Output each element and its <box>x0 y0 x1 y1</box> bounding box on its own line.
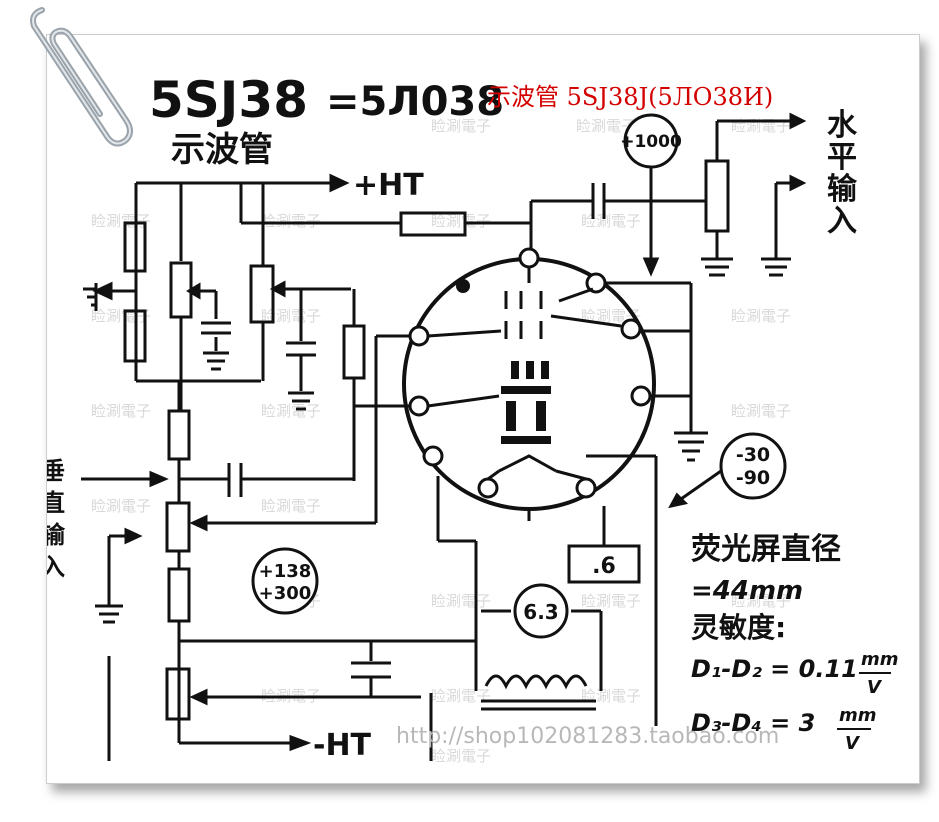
svg-text:V: V <box>867 677 883 698</box>
svg-text:睑涮電子: 睑涮電子 <box>261 307 321 325</box>
svg-text:平: 平 <box>827 140 857 175</box>
svg-text:入: 入 <box>827 204 857 239</box>
voltage-138-300: +138 +300 <box>251 547 319 615</box>
svg-text:睑涮電子: 睑涮電子 <box>431 687 491 705</box>
svg-text:垂: 垂 <box>47 457 65 485</box>
svg-text:睑涮電子: 睑涮電子 <box>581 687 641 705</box>
svg-text:D₁-D₂ = 0.11: D₁-D₂ = 0.11 <box>691 655 858 683</box>
svg-text:输: 输 <box>827 172 858 207</box>
svg-text:.6: .6 <box>592 554 616 579</box>
svg-text:V: V <box>845 733 861 754</box>
model-equivalent: =5Л038 <box>326 79 504 125</box>
svg-text:睑涮電子: 睑涮電子 <box>731 592 791 610</box>
svg-text:睑涮電子: 睑涮電子 <box>261 497 321 515</box>
svg-text:=44mm: =44mm <box>691 576 803 606</box>
svg-text:睑涮電子: 睑涮電子 <box>91 402 151 420</box>
svg-text:水: 水 <box>827 108 858 143</box>
svg-text:mm: mm <box>839 705 877 726</box>
svg-text:输: 输 <box>47 521 66 549</box>
paperclip-icon <box>30 7 133 147</box>
red-title: 示波管 5SJ38J(5ЛО38И) <box>487 83 773 111</box>
specs: 荧光屏直径 =44mm 灵敏度: D₁-D₂ = 0.11 mm V D₃-D₄… <box>691 532 899 754</box>
svg-text:睑涮電子: 睑涮電子 <box>431 117 491 135</box>
svg-text:睑涮電子: 睑涮電子 <box>731 307 791 325</box>
svg-text:+138: +138 <box>259 561 312 582</box>
plus-ht-label: +HT <box>353 168 424 203</box>
svg-text:睑涮電子: 睑涮電子 <box>731 402 791 420</box>
vertical-input-label: 垂 直 输 入 <box>47 457 66 581</box>
crt-tube <box>402 247 656 521</box>
svg-text:睑涮電子: 睑涮電子 <box>581 212 641 230</box>
svg-text:-90: -90 <box>736 467 770 489</box>
schematic: 睑涮電子 睑涮電子 睑涮電子 睑涮電子 睑涮電子 睑涮電子 睑涮電子 睑涮電子 … <box>47 71 899 765</box>
svg-text:睑涮電子: 睑涮電子 <box>576 117 636 135</box>
svg-text:直: 直 <box>47 489 65 517</box>
shop-url-watermark: http://shop102081283.taobao.com <box>396 724 779 749</box>
diagram-card: 睑涮電子 睑涮電子 睑涮電子 睑涮電子 睑涮電子 睑涮電子 睑涮電子 睑涮電子 … <box>46 34 920 784</box>
svg-text:睑涮電子: 睑涮電子 <box>91 212 151 230</box>
svg-text:睑涮電子: 睑涮電子 <box>261 402 321 420</box>
svg-text:6.3: 6.3 <box>523 600 558 624</box>
minus-ht-label: -HT <box>313 728 372 763</box>
svg-text:+1000: +1000 <box>620 132 682 152</box>
svg-text:D₃-D₄ = 3: D₃-D₄ = 3 <box>691 709 815 737</box>
svg-text:荧光屏直径: 荧光屏直径 <box>691 532 841 567</box>
voltage-1000: +1000 <box>620 113 682 169</box>
svg-text:灵敏度:: 灵敏度: <box>691 611 786 644</box>
wiring <box>81 112 807 761</box>
svg-text:mm: mm <box>861 649 899 670</box>
svg-text:睑涮電子: 睑涮電子 <box>431 747 491 765</box>
voltage-6-3: 6.3 <box>513 583 569 639</box>
voltage-neg30-90: -30 -90 <box>719 432 787 500</box>
svg-text:睑涮電子: 睑涮電子 <box>261 212 321 230</box>
voltage-6: .6 <box>567 544 641 584</box>
model-handwritten: 5SJ38 <box>149 71 308 129</box>
svg-text:睑涮電子: 睑涮電子 <box>581 592 641 610</box>
svg-text:睑涮電子: 睑涮電子 <box>91 497 151 515</box>
horizontal-input-label: 水 平 输 入 <box>827 108 858 239</box>
svg-text:-30: -30 <box>736 444 770 466</box>
type-cn: 示波管 <box>171 130 273 170</box>
svg-text:睑涮電子: 睑涮電子 <box>431 212 491 230</box>
svg-text:+300: +300 <box>259 583 312 604</box>
svg-text:睑涮電子: 睑涮電子 <box>431 592 491 610</box>
svg-text:入: 入 <box>47 553 65 581</box>
